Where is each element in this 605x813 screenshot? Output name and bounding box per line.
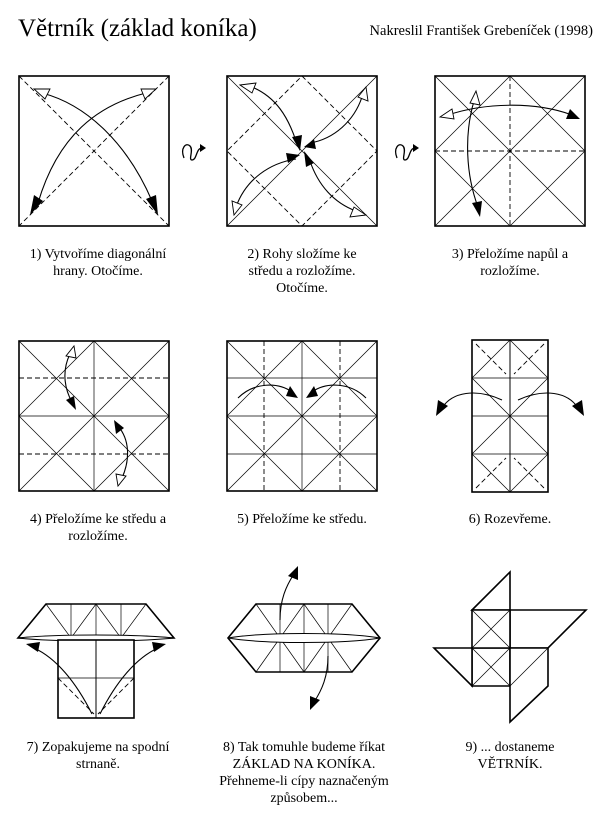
page-title: Větrník (základ koníka) [18,15,257,42]
step-8-diagram [226,566,382,710]
step-3-diagram [434,75,586,227]
step-6-caption: 6) Rozevřeme. [468,512,552,527]
step-5-diagram [226,340,378,492]
step-9-caption: 9) ... dostaneme VĚTRNÍK. [465,740,555,772]
step-1-diagram [18,75,170,227]
step-2-diagram [226,75,378,227]
step-5-caption: 5) Přeložíme ke středu. [237,512,367,527]
step-9-diagram [432,570,588,724]
step-8-caption: 8) Tak tomuhle budeme říkat ZÁKLAD NA KO… [219,740,389,806]
turn-over-icon [182,144,206,161]
step-4-caption: 4) Přeložíme ke středu a rozložíme. [29,512,167,544]
step-6-diagram [436,339,584,493]
step-7-diagram [16,603,176,719]
step-1-caption: 1) Vytvoříme diagonální hrany. Otočíme. [29,247,167,279]
step-4-diagram [18,340,170,492]
author-credit: Nakreslil František Grebeníček (1998) [369,23,593,39]
step-2-caption: 2) Rohy složíme ke středu a rozložíme. O… [247,247,357,296]
step-7-caption: 7) Zopakujeme na spodní strnaně. [26,740,170,772]
step-3-caption: 3) Přeložíme napůl a rozložíme. [451,247,569,279]
turn-over-icon [395,144,419,161]
